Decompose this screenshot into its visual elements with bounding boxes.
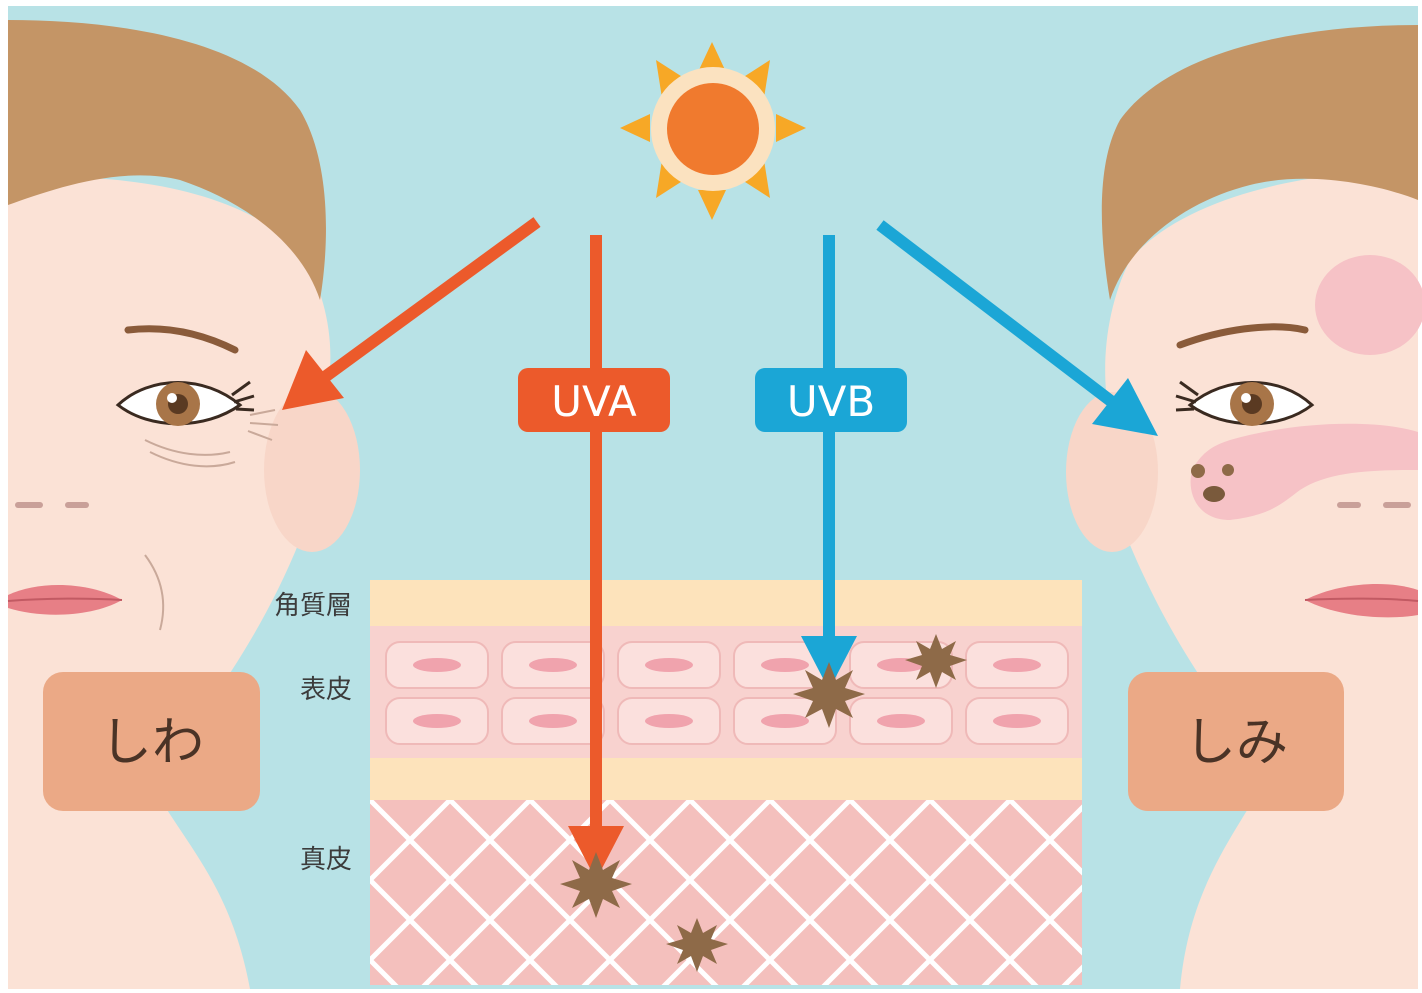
left-eye-glint	[167, 393, 177, 403]
spot-label: しみ	[1184, 713, 1288, 773]
dermis-collagen-pattern	[370, 800, 1082, 985]
spot-tag: しみ	[1128, 672, 1344, 811]
right-spot-2	[1222, 464, 1234, 476]
label-dermis: 真皮	[300, 845, 352, 875]
wrinkle-label: しわ	[100, 713, 204, 773]
wrinkle-tag: しわ	[43, 672, 260, 811]
right-eye-glint	[1241, 393, 1251, 403]
uvb-badge: UVB	[755, 368, 907, 432]
uvb-label: UVB	[787, 377, 875, 426]
left-ear	[264, 388, 360, 552]
right-pigment-patch-top	[1315, 255, 1422, 355]
stratum-corneum-layer	[370, 580, 1082, 626]
uva-badge: UVA	[518, 368, 670, 432]
uva-label: UVA	[551, 377, 637, 426]
label-stratum-corneum: 角質層	[274, 591, 352, 621]
right-spot-1	[1191, 464, 1205, 478]
skin-cross-section	[370, 580, 1082, 985]
label-epidermis: 表皮	[300, 675, 352, 705]
basal-layer	[370, 758, 1082, 800]
right-spot-3	[1203, 486, 1225, 502]
